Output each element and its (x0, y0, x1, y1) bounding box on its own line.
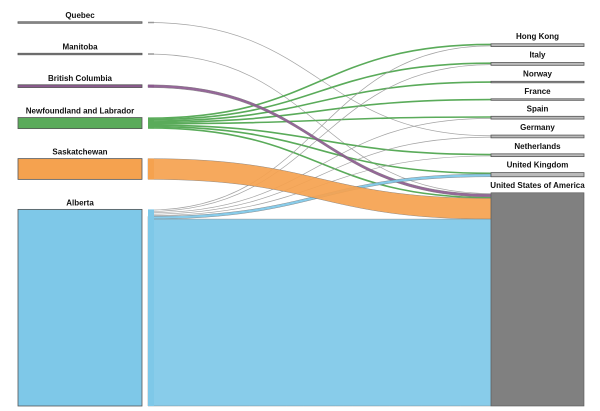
target-node-italy (490, 62, 585, 66)
link-alberta-to-spain (147, 118, 492, 214)
source-label-manitoba: Manitoba (62, 42, 98, 51)
target-label-netherlands: Netherlands (514, 142, 561, 151)
source-label-newfoundland-and-labrador: Newfoundland and Labrador (26, 107, 134, 116)
link-newfoundland-and-labrador-to-norway (147, 81, 492, 122)
source-label-alberta: Alberta (66, 198, 94, 207)
source-node-manitoba (17, 52, 143, 56)
target-node-netherlands (490, 153, 585, 158)
target-label-spain: Spain (527, 104, 549, 113)
link-alberta-to-italy (147, 64, 492, 212)
target-node-norway (490, 80, 585, 84)
band-british-columbia (148, 84, 154, 88)
target-node-hong-kong (490, 43, 585, 47)
source-node-british-columbia (17, 84, 143, 88)
target-node-germany (490, 134, 585, 139)
source-label-british-columbia: British Columbia (48, 74, 113, 83)
source-node-newfoundland-and-labrador (17, 117, 143, 130)
band-quebec (148, 21, 154, 24)
source-node-saskatchewan (17, 158, 143, 180)
target-label-italy: Italy (529, 51, 546, 60)
source-label-quebec: Quebec (65, 11, 95, 20)
band-manitoba (148, 53, 154, 55)
target-label-united-kingdom: United Kingdom (507, 161, 569, 170)
link-newfoundland-and-labrador-to-united-kingdom (147, 125, 492, 175)
source-label-saskatchewan: Saskatchewan (52, 148, 107, 157)
target-label-france: France (524, 87, 551, 96)
link-newfoundland-and-labrador-to-france (147, 98, 492, 124)
link-quebec-to-germany (147, 22, 492, 137)
link-newfoundland-and-labrador-to-hong-kong (147, 43, 492, 120)
target-node-united-states-of-america (490, 192, 585, 407)
link-manitoba-to-united-states-of-america (147, 53, 492, 194)
target-label-norway: Norway (523, 69, 552, 78)
links-layer (147, 22, 492, 407)
link-newfoundland-and-labrador-to-italy (147, 62, 492, 121)
target-node-united-kingdom (490, 172, 585, 178)
band-saskatchewan (148, 158, 154, 180)
target-label-germany: Germany (520, 123, 555, 132)
target-label-hong-kong: Hong Kong (516, 32, 559, 41)
target-node-spain (490, 115, 585, 120)
source-node-quebec (17, 21, 143, 24)
target-label-united-states-of-america: United States of America (490, 181, 585, 190)
link-alberta-to-germany (147, 136, 492, 215)
nodes-layer (17, 21, 585, 407)
link-alberta-to-united-states-of-america (147, 218, 492, 407)
band-alberta (148, 209, 154, 406)
source-node-alberta (17, 208, 143, 407)
band-newfoundland-and-labrador (148, 117, 154, 129)
link-newfoundland-and-labrador-to-united-states-of-america (147, 127, 492, 199)
target-node-france (490, 98, 585, 101)
link-alberta-to-hong-kong (147, 45, 492, 211)
bands-layer (148, 21, 154, 406)
link-newfoundland-and-labrador-to-spain (147, 116, 492, 125)
